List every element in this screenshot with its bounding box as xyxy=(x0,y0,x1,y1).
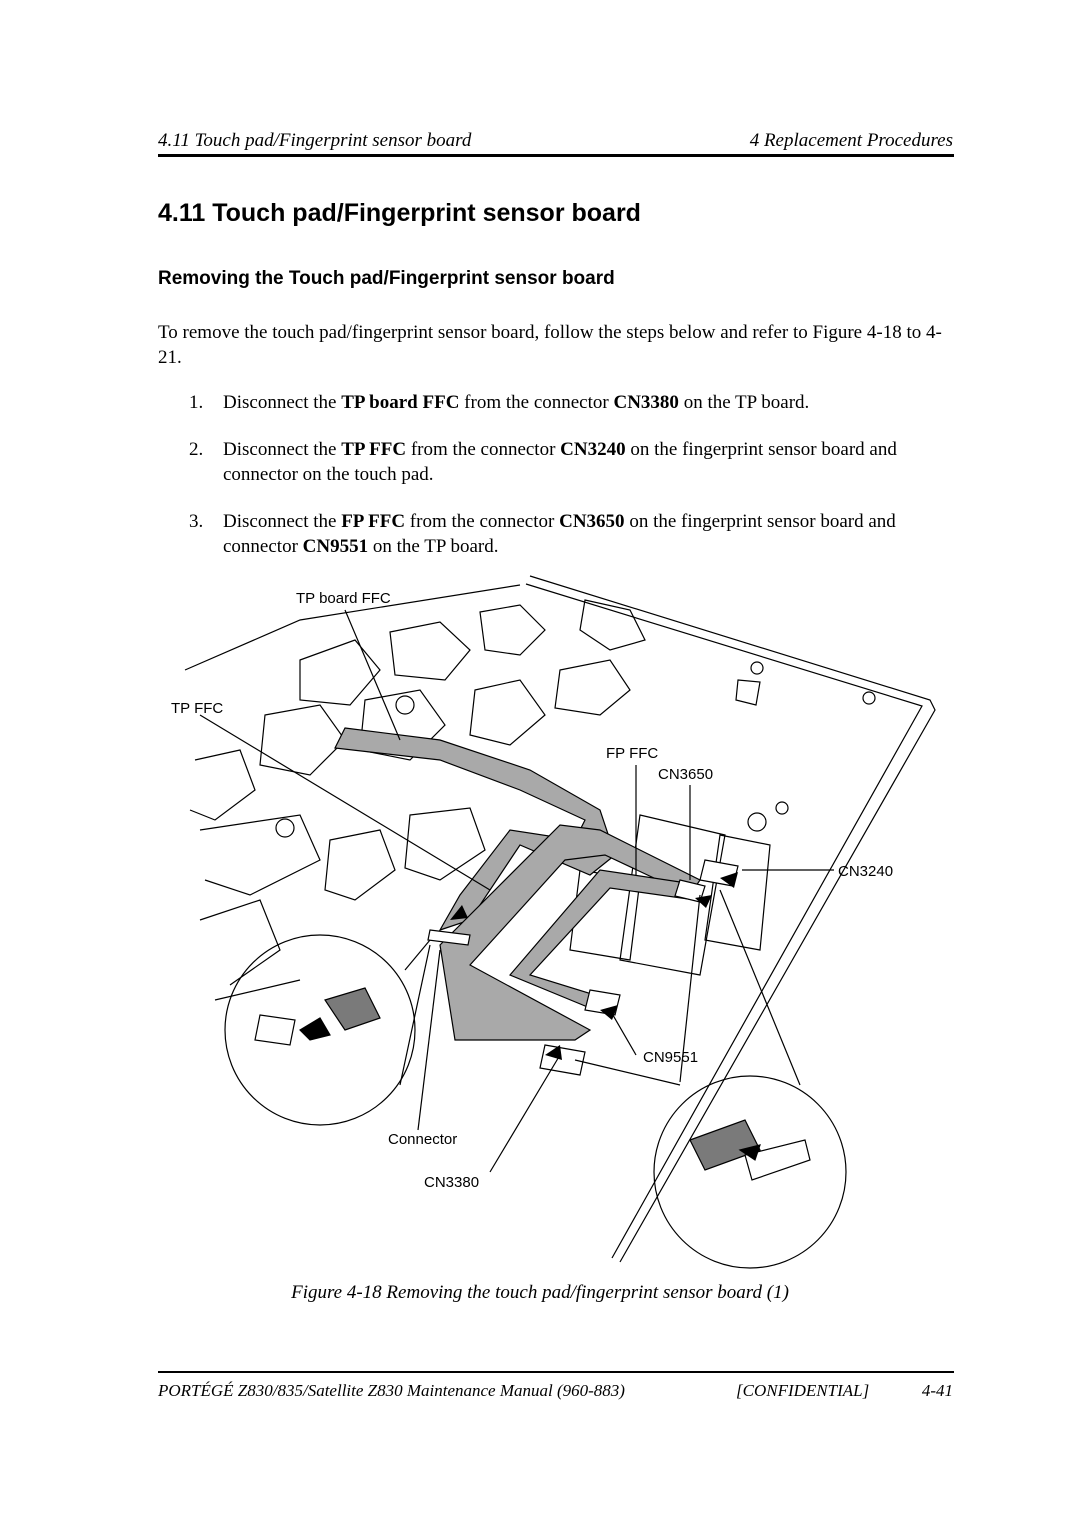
label-cn3380: CN3380 xyxy=(424,1174,479,1191)
callout-leaders xyxy=(199,609,834,1173)
subsection-title: Removing the Touch pad/Fingerprint senso… xyxy=(158,268,615,289)
footer-page-number: 4-41 xyxy=(921,1381,953,1400)
step-term: CN3380 xyxy=(613,392,679,413)
figure-caption: Figure 4-18 Removing the touch pad/finge… xyxy=(291,1282,789,1303)
label-cn3650: CN3650 xyxy=(658,766,713,783)
label-tp-board-ffc: TP board FFC xyxy=(296,590,391,607)
step-item: 1. Disconnect the TP board FFC from the c… xyxy=(158,390,958,415)
detail-callout-right xyxy=(574,889,847,1269)
palm-rest-outline xyxy=(184,575,936,1263)
running-header-chapter: 4 Replacement Procedures xyxy=(749,130,953,151)
step-number: 2. xyxy=(189,439,204,460)
running-header-section: 4.11 Touch pad/Fingerprint sensor board xyxy=(158,130,472,151)
step-text: Disconnect the xyxy=(223,511,342,532)
step-text: on the fingerprint sensor board and conn… xyxy=(223,511,896,557)
section-title: 4.11 Touch pad/Fingerprint sensor board xyxy=(158,199,641,227)
step-text: from the connector xyxy=(459,392,614,413)
removal-diagram: TP board FFC TP FFC FP FFC CN3650 CN3240… xyxy=(171,575,936,1269)
header-rule xyxy=(158,154,954,157)
step-number: 3. xyxy=(189,511,204,532)
detail-callout-left xyxy=(224,934,431,1126)
footer-manual-title: PORTÉGÉ Z830/835/Satellite Z830 Maintena… xyxy=(158,1381,625,1400)
label-cn3240: CN3240 xyxy=(838,863,893,880)
fp-ffc xyxy=(509,869,701,1009)
step-text: from the connector xyxy=(405,511,560,532)
step-term: TP board FFC xyxy=(341,392,460,413)
step-item: 3. Disconnect the FP FFC from the connect… xyxy=(158,509,958,559)
footer-confidential: [CONFIDENTIAL] xyxy=(736,1381,870,1400)
label-connector: Connector xyxy=(388,1131,457,1148)
step-text: on the fingerprint sensor board and conn… xyxy=(223,439,897,485)
tp-board-ffc xyxy=(334,727,616,932)
step-term: CN3650 xyxy=(559,511,625,532)
step-number: 1. xyxy=(189,392,204,413)
step-text: on the TP board. xyxy=(368,536,499,557)
footer-rule xyxy=(158,1371,954,1373)
steps-list: 1. Disconnect the TP board FFC from the c… xyxy=(158,390,958,581)
step-item: 2. Disconnect the TP FFC from the connect… xyxy=(158,437,958,487)
label-cn9551: CN9551 xyxy=(643,1049,698,1066)
step-text: Disconnect the xyxy=(223,439,342,460)
step-text: from the connector xyxy=(406,439,561,460)
ffc-cables xyxy=(334,727,701,1041)
step-text: on the TP board. xyxy=(678,392,810,413)
step-term: TP FFC xyxy=(341,439,407,460)
step-term: CN3240 xyxy=(560,439,626,460)
figure-labels: TP board FFC TP FFC FP FFC CN3650 CN3240… xyxy=(171,590,893,1191)
tp-ffc xyxy=(439,824,701,1041)
intro-paragraph: To remove the touch pad/fingerprint sens… xyxy=(158,322,942,368)
step-term: FP FFC xyxy=(341,511,406,532)
label-tp-ffc: TP FFC xyxy=(171,700,223,717)
step-text: Disconnect the xyxy=(223,392,342,413)
label-fp-ffc: FP FFC xyxy=(606,745,658,762)
step-term: CN9551 xyxy=(302,536,369,557)
